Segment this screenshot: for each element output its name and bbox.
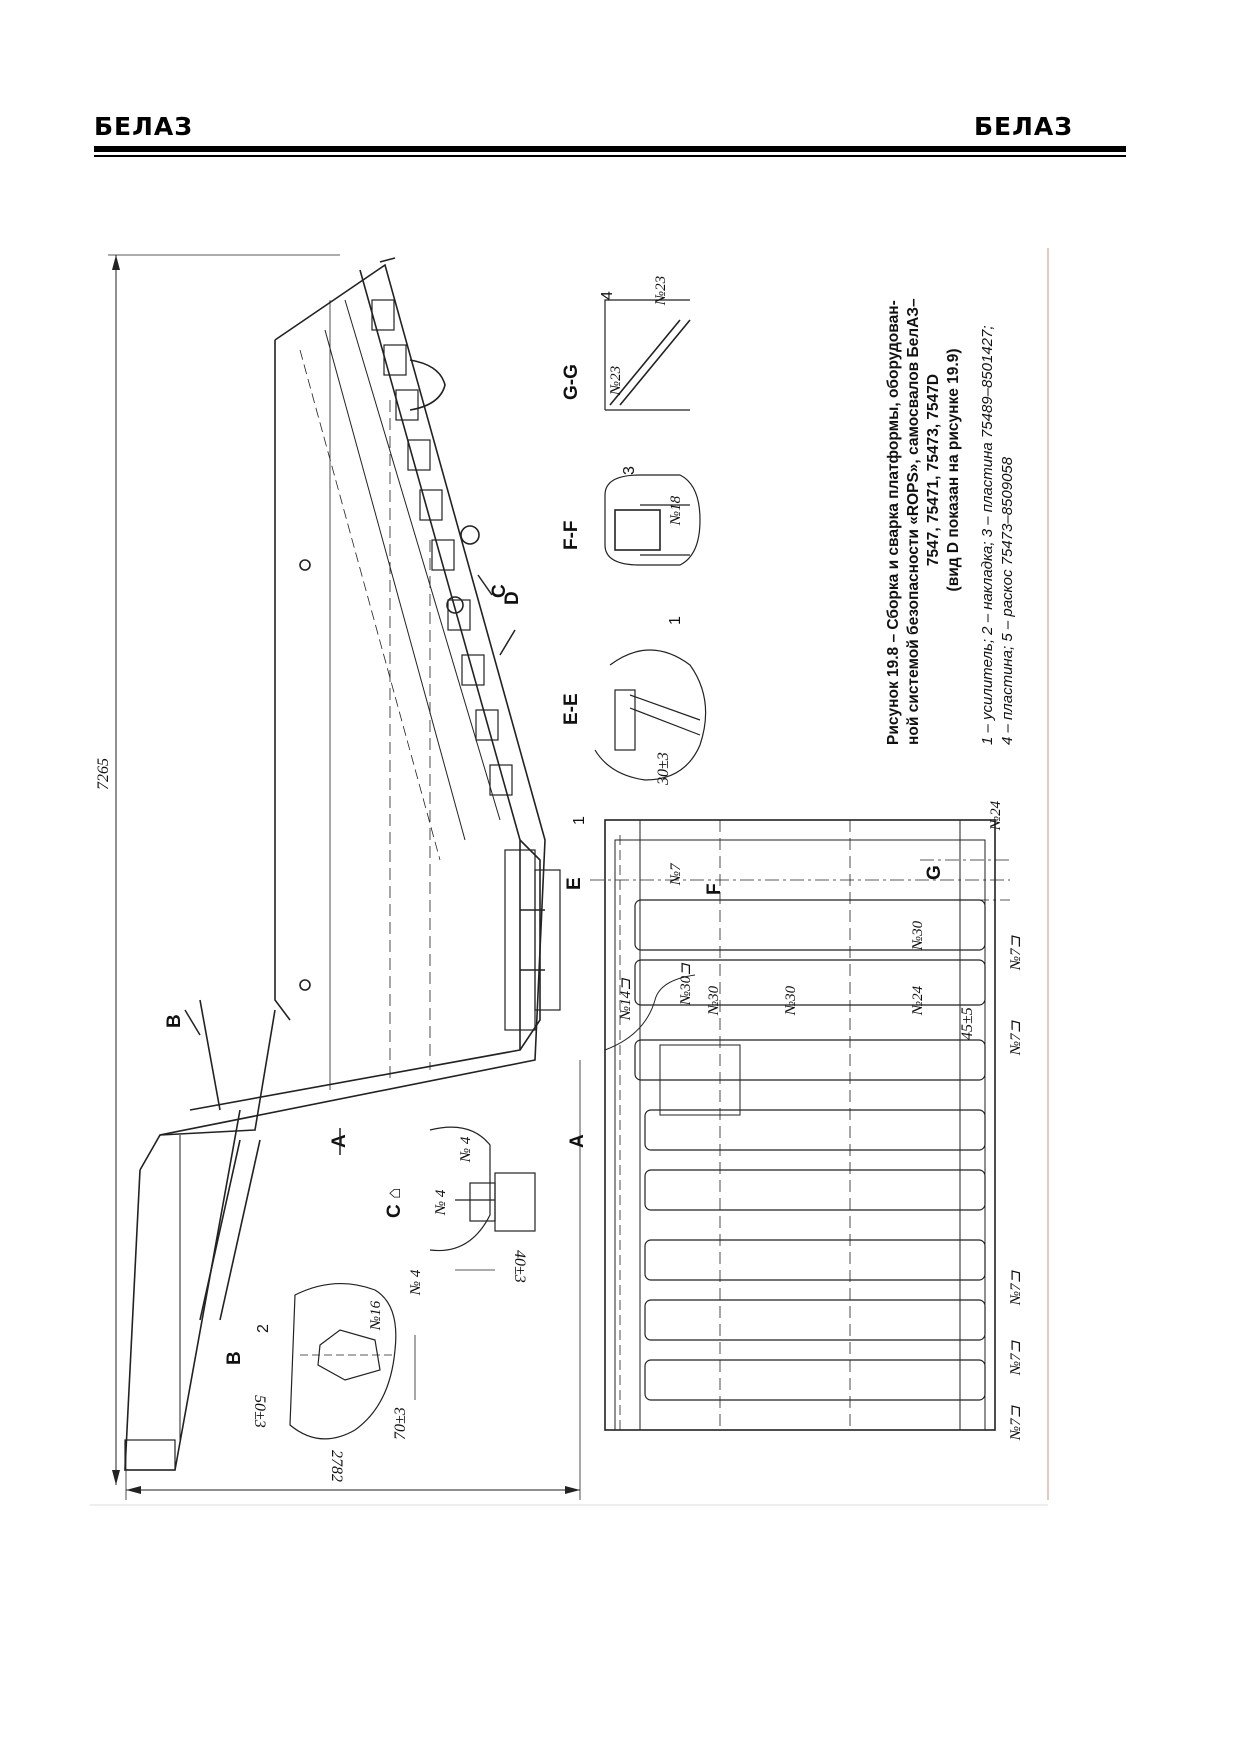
- caption-legend-line: 1 – усилитель; 2 – накладка; 3 – пластин…: [979, 325, 996, 745]
- plan-weld-label: №14⊐: [618, 977, 634, 1021]
- dim-45: 45±5: [959, 1007, 976, 1040]
- weld-c-2: № 4: [433, 1189, 449, 1216]
- label-view-d: D: [502, 591, 523, 605]
- detail-c: [429, 1126, 536, 1271]
- caption-legend-line: 4 – пластина; 5 – раскос 75473–8509058: [999, 456, 1016, 745]
- sec-g-mark: G: [924, 865, 945, 880]
- caption-line: Рисунок 19.8 – Сборка и сварка платформы…: [885, 300, 902, 745]
- dim-length: 7265: [95, 758, 112, 790]
- weld-16: №16: [368, 1300, 384, 1331]
- pos-4-gg: 4: [599, 291, 616, 300]
- pos-1-plan: 1: [571, 816, 588, 825]
- dim-30: 30±3: [655, 752, 672, 786]
- title-ee: E-E: [561, 693, 582, 725]
- plan-weld-label: №7⊐: [1008, 934, 1024, 971]
- plan-weld-label: №24: [988, 800, 1004, 831]
- caption-line: 7547, 75471, 75473, 7547D: [925, 374, 942, 566]
- belaz-logo-right: БЕЛАЗ: [974, 112, 1074, 141]
- belaz-logo-left: БЕЛАЗ: [94, 112, 194, 141]
- side-view: [108, 254, 581, 1500]
- dim-height: 2782: [328, 1450, 345, 1482]
- title-ff: F-F: [561, 520, 582, 550]
- plan-weld-labels: №24 №7 №14⊐ №30⊐ №30 №30 №24 №30 №7⊐ №7⊐ №7⊐ №7⊐ №7⊐: [618, 800, 1024, 1441]
- plan-weld-label: №7⊐: [1008, 1269, 1024, 1306]
- section-ee: [594, 649, 707, 781]
- sec-e-mark: E: [564, 877, 585, 890]
- label-detail-c: C ⌂: [384, 1188, 405, 1218]
- dim-50: 50±3: [251, 1395, 268, 1428]
- header-rule-thin: [94, 155, 1126, 157]
- weld-23-b: №23: [653, 276, 669, 306]
- label-view-b: B: [164, 1014, 185, 1028]
- weld-c-1: № 4: [408, 1269, 424, 1296]
- weld-18: №18: [668, 495, 684, 526]
- title-gg: G-G: [561, 364, 582, 400]
- plan-weld-label: №7: [668, 862, 684, 886]
- label-detail-b: B: [224, 1351, 245, 1365]
- pos-2: 2: [255, 1324, 272, 1333]
- plan-view: [590, 819, 1010, 1431]
- figure-caption: Рисунок 19.8 – Сборка и сварка платформы…: [885, 298, 1016, 745]
- sec-f-mark: F: [704, 883, 725, 895]
- plan-weld-label: №30: [910, 920, 926, 951]
- caption-line: ной системой безопасности «ROPS», самосв…: [905, 298, 922, 745]
- plan-weld-label: №30⊐: [678, 962, 694, 1006]
- label-view-c: C: [489, 584, 510, 598]
- detail-b: [289, 1283, 416, 1440]
- caption-line: (вид D показан на рисунке 19.9): [945, 349, 962, 592]
- plan-weld-label: №7⊐: [1008, 1019, 1024, 1056]
- view-arrows: [184, 574, 516, 1155]
- dim-70: 70±3: [392, 1407, 409, 1440]
- plan-weld-label: №30: [706, 985, 722, 1016]
- plan-weld-label: №24: [910, 985, 926, 1016]
- dim-40: 40±3: [511, 1250, 528, 1283]
- plan-weld-label: №7⊐: [1008, 1339, 1024, 1376]
- section-ff: [604, 474, 701, 566]
- header-rule: [94, 146, 1126, 152]
- pos-3-ff: 3: [621, 466, 638, 475]
- label-plan-a: A: [567, 1134, 588, 1148]
- weld-23-a: №23: [608, 366, 624, 396]
- pos-1-ee: 1: [667, 616, 684, 625]
- plan-weld-label: №30: [783, 985, 799, 1016]
- weld-c-3: № 4: [458, 1136, 474, 1163]
- plan-weld-label: №7⊐: [1008, 1404, 1024, 1441]
- section-gg: [604, 299, 691, 411]
